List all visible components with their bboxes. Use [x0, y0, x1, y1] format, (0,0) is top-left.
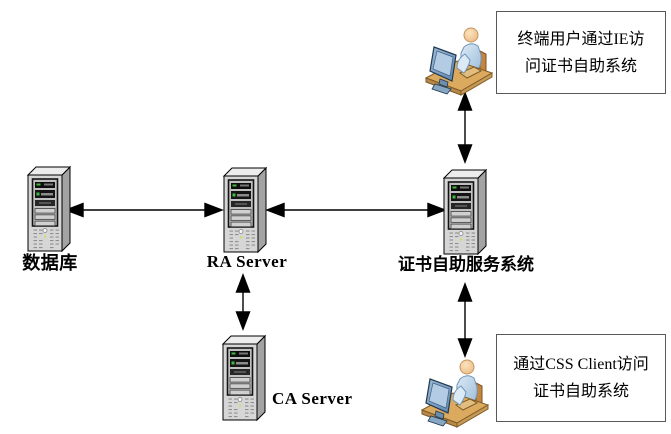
arrow-ra-css: [265, 202, 447, 218]
css-system-label: 证书自助服务系统: [398, 255, 534, 274]
user-at-computer-icon: [424, 21, 494, 99]
server-tower-icon: [442, 166, 488, 256]
ie-access-note: 终端用户通过IE访 问证书自助系统: [496, 11, 666, 94]
user-at-computer-icon: [420, 353, 490, 431]
ca-server-label: CA Server: [272, 389, 353, 408]
server-tower-icon: [26, 163, 72, 253]
css-client-access-note-line1: 通过CSS Client访问: [513, 356, 649, 373]
ie-access-note-line2: 问证书自助系统: [524, 57, 637, 75]
server-tower-icon: [221, 331, 267, 423]
server-tower-icon: [222, 164, 268, 254]
ie-access-note-line1: 终端用户通过IE访: [517, 30, 645, 48]
ra-server-label: RA Server: [206, 252, 288, 271]
arrow-css-ieuser: [457, 91, 473, 164]
database-label: 数据库: [22, 253, 78, 273]
css-client-access-note-line2: 证书自助系统: [532, 383, 629, 400]
css-client-access-note: 通过CSS Client访问 证书自助系统: [496, 334, 666, 422]
arrow-database-ra: [64, 202, 224, 218]
arrow-css-cssclientuser: [457, 282, 473, 358]
arrow-ra-ca: [235, 273, 251, 331]
